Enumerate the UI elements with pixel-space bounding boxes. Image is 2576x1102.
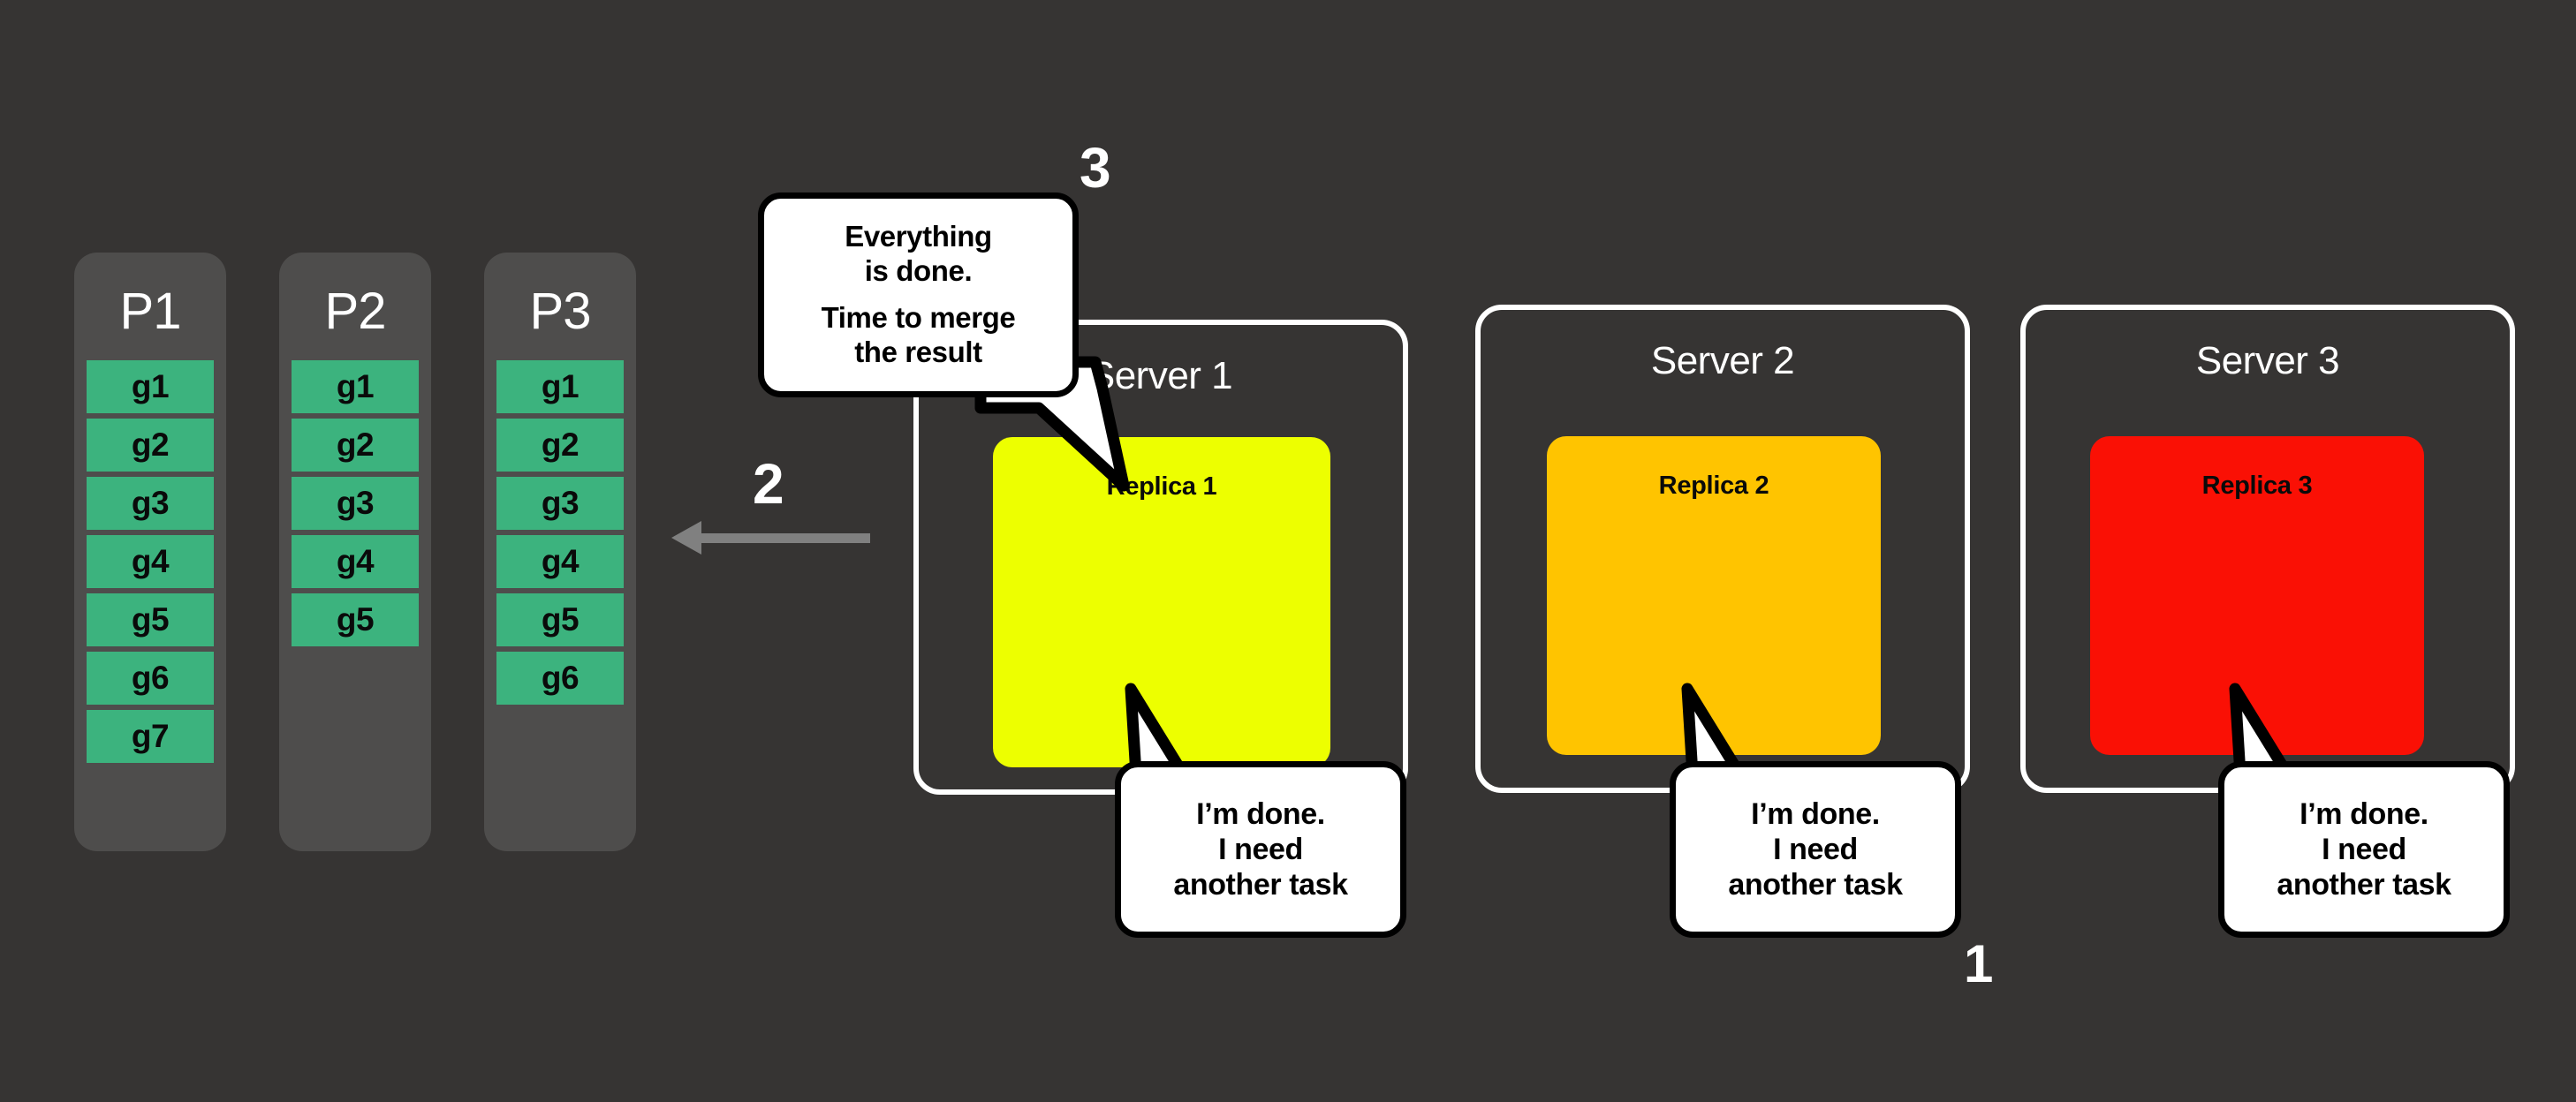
server-title: Server 3 <box>2195 339 2340 382</box>
bubble-line: another task <box>1173 868 1348 902</box>
chunk-list: g1 g2 g3 g4 g5 <box>279 360 431 652</box>
chunk-item: g4 <box>292 535 419 588</box>
partition-title: P3 <box>529 283 592 340</box>
chunk-item: g4 <box>87 535 214 588</box>
bubble-line: I’m done. <box>1751 796 1880 831</box>
replica-label: Replica 2 <box>1658 472 1769 500</box>
partition-title: P1 <box>119 283 182 340</box>
bubble-line-gap <box>784 289 1053 301</box>
replica-block-3: Replica 3 <box>2090 436 2424 755</box>
chunk-item: g2 <box>496 419 624 472</box>
bubble-line: I’m done. <box>2299 796 2428 831</box>
merge-arrow <box>671 521 870 555</box>
step-label-3: 3 <box>1080 136 1111 200</box>
chunk-list: g1 g2 g3 g4 g5 g6 g7 <box>74 360 226 768</box>
bubble-line: is done. <box>864 254 973 288</box>
partition-title: P2 <box>324 283 387 340</box>
step-label-2: 2 <box>753 452 784 516</box>
chunk-list: g1 g2 g3 g4 g5 g6 <box>484 360 636 710</box>
replica-label: Replica 3 <box>2201 472 2313 500</box>
chunk-item: g5 <box>292 593 419 646</box>
chunk-item: g2 <box>87 419 214 472</box>
bubble-line: Everything <box>845 220 992 253</box>
chunk-item: g1 <box>87 360 214 413</box>
replica-block-2: Replica 2 <box>1547 436 1881 755</box>
partition-p1: P1 g1 g2 g3 g4 g5 g6 g7 <box>74 253 226 851</box>
chunk-item: g7 <box>87 710 214 763</box>
merge-speech-bubble: Everything is done. Time to merge the re… <box>758 192 1079 397</box>
server-title: Server 2 <box>1650 339 1795 382</box>
bubble-line: I need <box>2322 832 2406 866</box>
chunk-item: g6 <box>496 652 624 705</box>
chunk-item: g4 <box>496 535 624 588</box>
server-title: Server 1 <box>1088 354 1233 397</box>
step-label-1: 1 <box>1964 934 1994 993</box>
bubble-line: another task <box>1728 868 1903 902</box>
bubble-line: the result <box>854 335 982 368</box>
bubble-line: I need <box>1773 832 1858 866</box>
partition-p2: P2 g1 g2 g3 g4 g5 <box>279 253 431 851</box>
chunk-item: g3 <box>87 477 214 530</box>
task-speech-bubble-3: I’m done. I need another task <box>2218 761 2510 938</box>
chunk-item: g6 <box>87 652 214 705</box>
arrow-head-icon <box>671 521 701 555</box>
chunk-item: g5 <box>87 593 214 646</box>
bubble-line: I need <box>1218 832 1303 866</box>
task-speech-bubble-2: I’m done. I need another task <box>1670 761 1961 938</box>
chunk-item: g3 <box>496 477 624 530</box>
bubble-line: I’m done. <box>1196 796 1325 831</box>
arrow-shaft <box>701 533 870 543</box>
chunk-item: g1 <box>496 360 624 413</box>
chunk-item: g5 <box>496 593 624 646</box>
chunk-item: g2 <box>292 419 419 472</box>
task-speech-bubble-1: I’m done. I need another task <box>1115 761 1406 938</box>
replica-block-1: Replica 1 <box>993 437 1330 767</box>
bubble-line: another task <box>2277 868 2451 902</box>
bubble-line: Time to merge <box>821 301 1016 334</box>
partition-p3: P3 g1 g2 g3 g4 g5 g6 <box>484 253 636 851</box>
chunk-item: g1 <box>292 360 419 413</box>
chunk-item: g3 <box>292 477 419 530</box>
